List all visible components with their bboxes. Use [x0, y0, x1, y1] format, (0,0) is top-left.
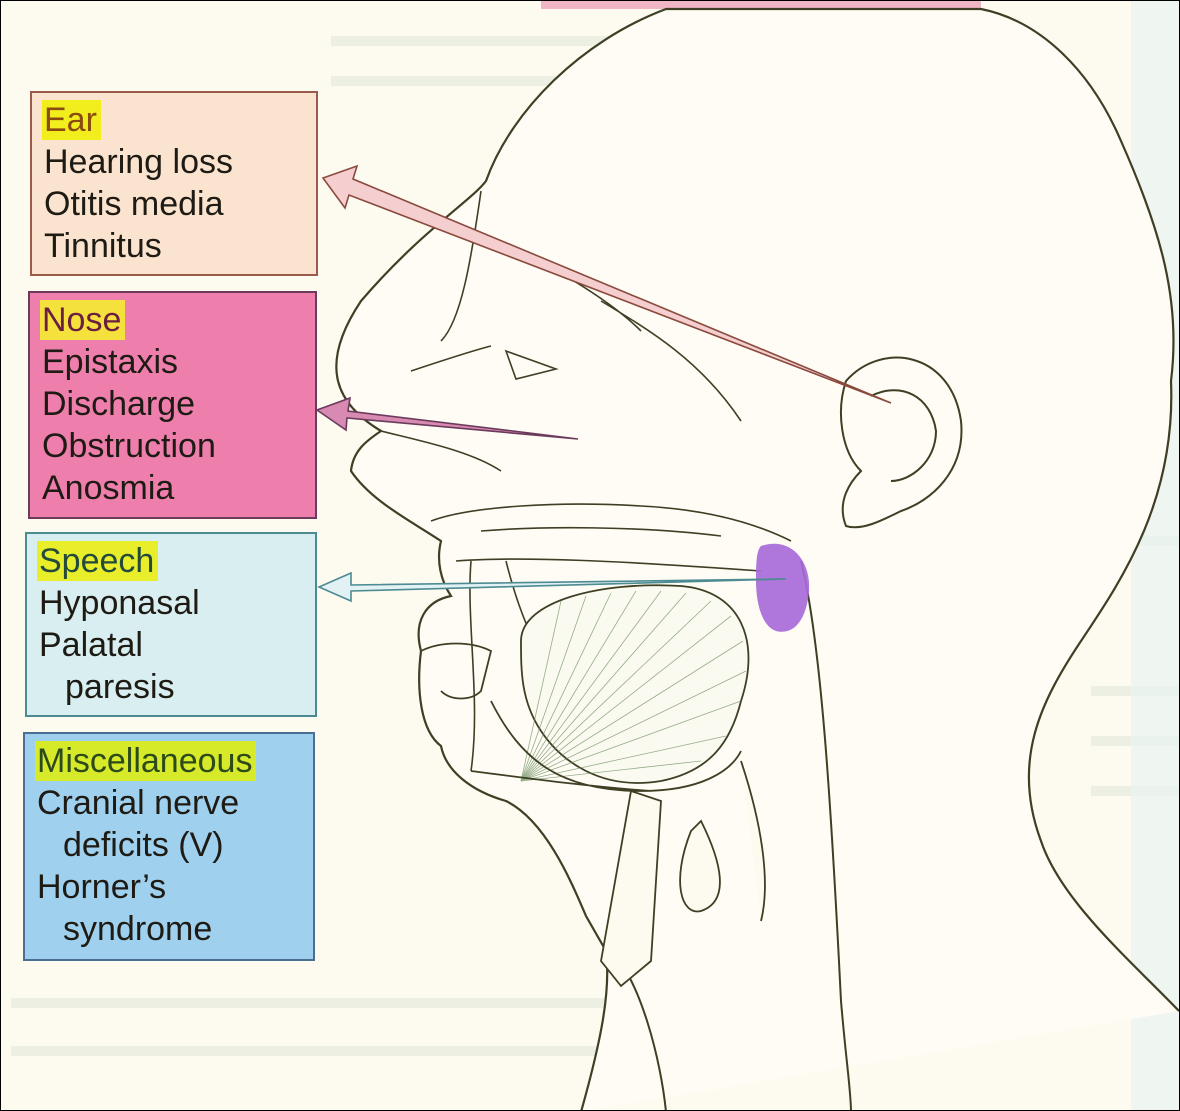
ear-item-otitis-media: Otitis media [44, 183, 304, 225]
ear-item-tinnitus: Tinnitus [44, 225, 304, 267]
misc-item-horners: Horner’s [37, 866, 301, 908]
misc-heading: Miscellaneous [35, 741, 256, 781]
nose-item-discharge: Discharge [42, 383, 303, 425]
speech-item-hyponasal: Hyponasal [39, 582, 303, 624]
speech-item-palatal: Palatal [39, 624, 303, 666]
nose-item-epistaxis: Epistaxis [42, 341, 303, 383]
top-color-strip [541, 1, 981, 9]
speech-symptoms-box: Speech Hyponasal Palatal paresis [25, 532, 317, 717]
nose-symptoms-box: Nose Epistaxis Discharge Obstruction Ano… [28, 291, 317, 519]
nose-heading: Nose [40, 300, 125, 340]
misc-symptoms-box: Miscellaneous Cranial nerve deficits (V)… [23, 732, 315, 961]
ear-symptoms-box: Ear Hearing loss Otitis media Tinnitus [30, 91, 318, 276]
nose-item-obstruction: Obstruction [42, 425, 303, 467]
right-margin-tint [1131, 1, 1180, 1111]
speech-item-paresis: paresis [39, 666, 303, 708]
speech-heading: Speech [37, 541, 158, 581]
misc-item-syndrome: syndrome [37, 908, 301, 950]
ear-heading: Ear [42, 100, 101, 140]
misc-item-cranial-nerve: Cranial nerve [37, 782, 301, 824]
ear-item-hearing-loss: Hearing loss [44, 141, 304, 183]
nose-item-anosmia: Anosmia [42, 467, 303, 509]
misc-item-deficits: deficits (V) [37, 824, 301, 866]
